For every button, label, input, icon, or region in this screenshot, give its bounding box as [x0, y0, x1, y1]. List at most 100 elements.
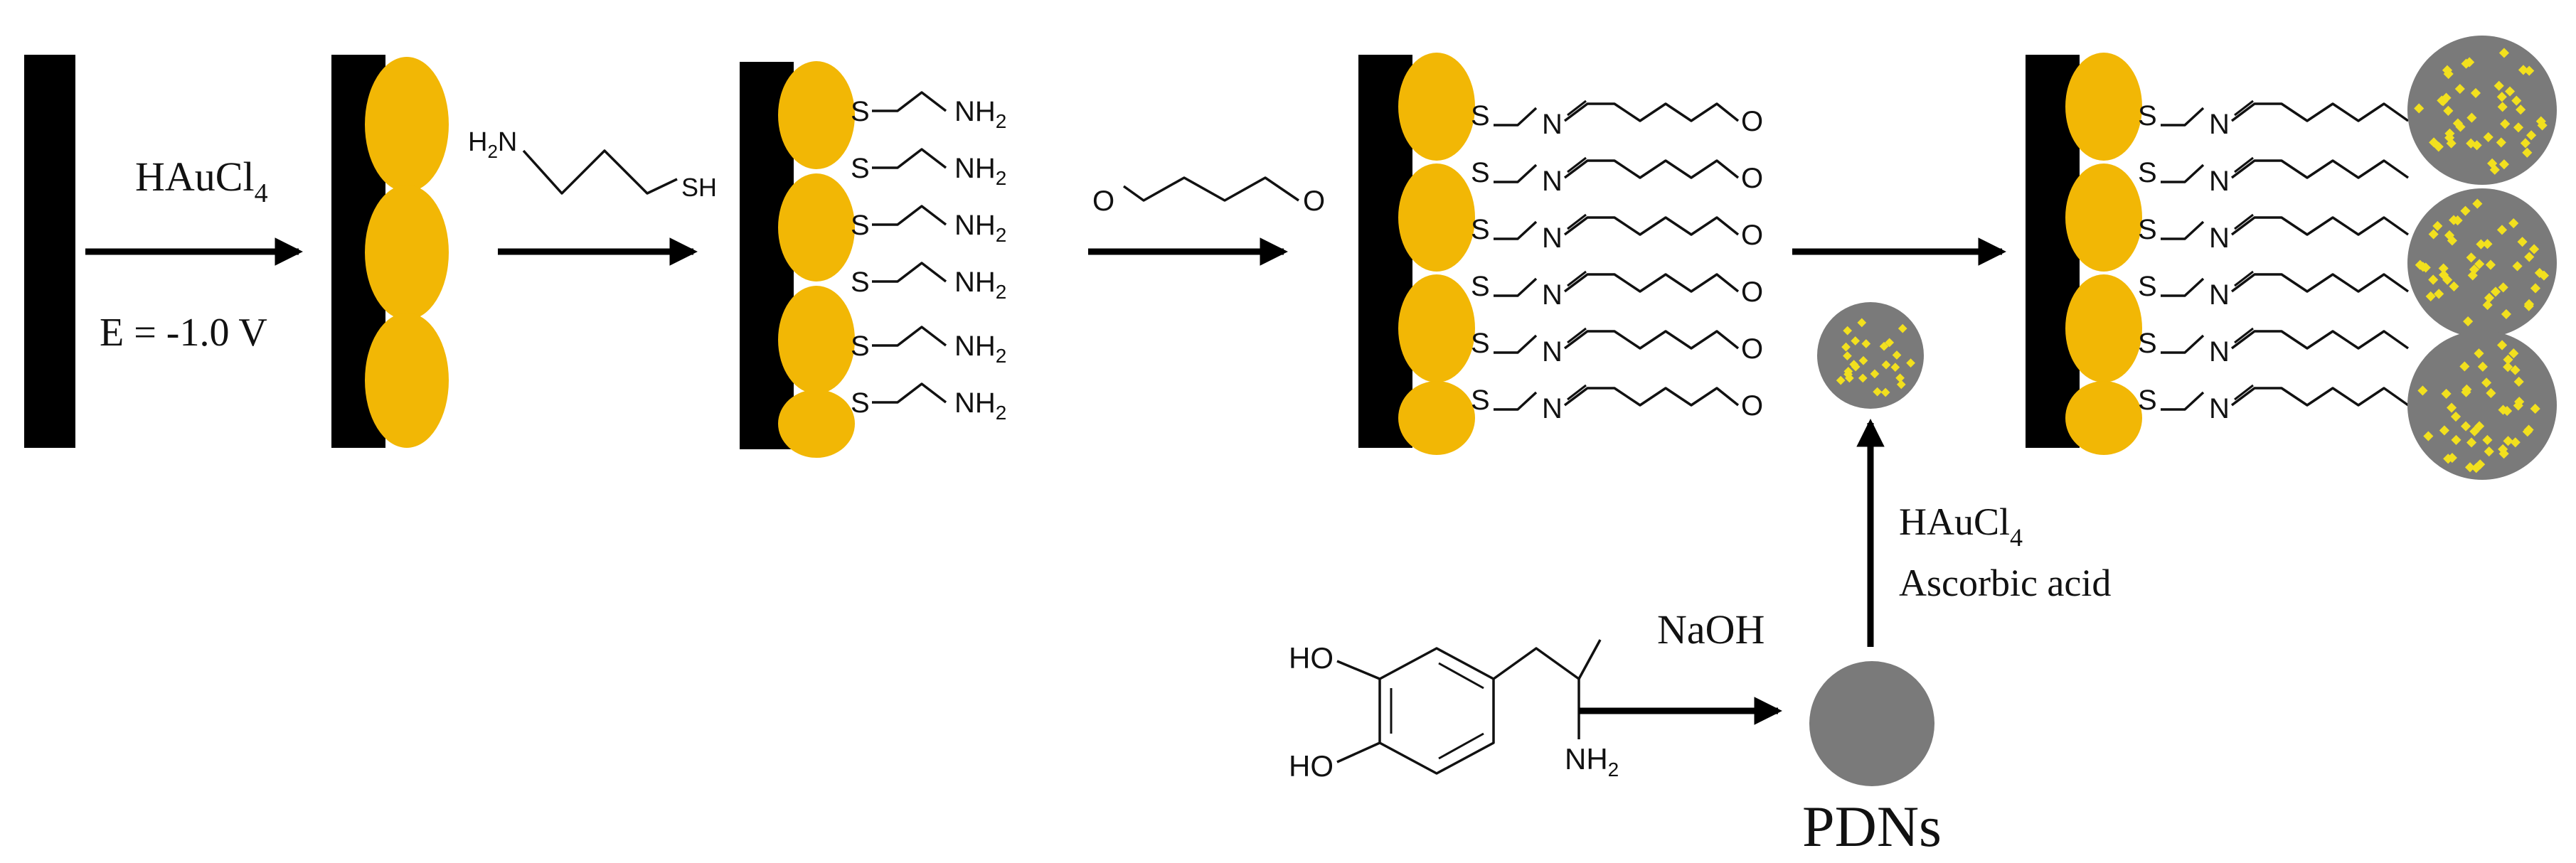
aldehyde-electrode — [1358, 53, 1475, 455]
au-dot — [1870, 369, 1880, 379]
sulfur-label: S — [2138, 157, 2157, 188]
au-dot — [1858, 373, 1868, 383]
imine-n-label: N — [2209, 393, 2230, 424]
amine-label: NH2 — [954, 387, 1006, 424]
amine-label: NH2 — [954, 153, 1006, 189]
sulfur-label: S — [851, 96, 870, 127]
imine-n-label: N — [1542, 279, 1563, 311]
alkyl-bond — [872, 205, 947, 226]
dopamine-amine: NH2 — [1565, 742, 1619, 781]
imine-double-bond — [1567, 327, 1587, 344]
au-nanoparticle — [1398, 381, 1475, 455]
label-ascorbic-acid: Ascorbic acid — [1899, 562, 2111, 604]
carbonyl-o-label: O — [1741, 163, 1763, 194]
au-nanoparticle — [1398, 53, 1475, 161]
alkyl-bond — [872, 382, 947, 404]
carbonyl-o-label: O — [1741, 106, 1763, 137]
sulfur-label: S — [851, 267, 870, 298]
alkyl-bond — [2230, 159, 2410, 179]
imine-n-label: N — [1542, 393, 1563, 424]
au-dot — [1885, 338, 1895, 348]
au-nanoparticle — [2065, 381, 2142, 455]
alkyl-bond — [2161, 277, 2205, 297]
imine-n-label: N — [2209, 166, 2230, 197]
sulfur-label: S — [1471, 271, 1490, 302]
au-dot — [1849, 360, 1859, 370]
alkyl-bond — [1563, 273, 1740, 293]
alkyl-bond — [2161, 220, 2205, 240]
au-dot — [1843, 367, 1853, 376]
alkyl-bond — [872, 91, 947, 112]
dopamine-oh-top: HO — [1289, 641, 1334, 675]
au-nanoparticle — [778, 61, 855, 169]
sulfur-label: S — [851, 210, 870, 241]
imine-n-label: N — [2209, 223, 2230, 254]
amine-label: NH2 — [954, 96, 1006, 132]
imine-n-label: N — [2209, 279, 2230, 311]
au-dot — [1898, 323, 1907, 333]
alkyl-bond — [1563, 216, 1740, 236]
au-dot — [1892, 350, 1902, 360]
au-nanoparticle — [778, 173, 855, 282]
au-nanoparticle — [1398, 274, 1475, 382]
alkyl-bond — [1494, 334, 1538, 354]
label-pdns: PDNs — [1802, 794, 1942, 859]
sulfur-label: S — [1471, 157, 1490, 188]
au-nanoparticle — [365, 185, 449, 320]
imine-n-label: N — [1542, 336, 1563, 368]
amine-label: NH2 — [954, 267, 1006, 303]
label-haucl4-step2: HAuCl4 — [1899, 500, 2023, 552]
alkyl-bond — [1563, 330, 1740, 350]
glutaraldehyde-o-right: O — [1303, 186, 1325, 217]
alkyl-bond — [1494, 107, 1538, 127]
au-dot — [1906, 358, 1915, 368]
au-nanoparticle — [2065, 53, 2142, 161]
sulfur-label: S — [1471, 328, 1490, 359]
alkyl-bond — [1494, 391, 1538, 411]
sulfur-label: S — [2138, 214, 2157, 245]
au-dot — [1895, 373, 1905, 383]
au-dot — [1890, 363, 1900, 372]
sulfur-label: S — [1471, 100, 1490, 132]
amine-label: NH2 — [954, 210, 1006, 246]
imine-double-bond — [2234, 270, 2254, 287]
imine-n-label: N — [1542, 223, 1563, 254]
label-potential: E = -1.0 V — [100, 311, 267, 355]
dopamine-oh-bottom: HO — [1289, 749, 1334, 783]
imine-n-label: N — [2209, 336, 2230, 368]
au-pdn-large — [2407, 36, 2557, 480]
au-dot — [1881, 360, 1891, 370]
alkyl-bond — [872, 262, 947, 283]
alkyl-bond — [2161, 164, 2205, 183]
sulfur-label: S — [851, 153, 870, 184]
sulfur-label: S — [1471, 214, 1490, 245]
au-dot — [1879, 341, 1889, 351]
label-haucl4-step1: HAuCl4 — [135, 154, 268, 208]
bare-electrode — [24, 55, 75, 448]
imine-double-bond — [2234, 327, 2254, 344]
au-dot — [1843, 351, 1852, 360]
au-dot — [1880, 387, 1890, 397]
alkyl-bond — [2230, 273, 2410, 293]
au-dot — [1843, 326, 1853, 336]
carbonyl-o-label: O — [1741, 333, 1763, 365]
imine-double-bond — [2234, 213, 2254, 230]
au-dot — [1896, 380, 1906, 390]
au-nanoparticle — [778, 286, 855, 394]
imine-double-bond — [2234, 384, 2254, 401]
alkyl-bond — [2161, 391, 2205, 411]
alkyl-bond — [2230, 216, 2410, 236]
au-electrode — [331, 55, 449, 448]
alkyl-bond — [1563, 102, 1740, 122]
carbonyl-o-label: O — [1741, 277, 1763, 308]
imine-double-bond — [1567, 100, 1587, 117]
sulfur-label: S — [1471, 385, 1490, 416]
sulfur-label: S — [2138, 328, 2157, 359]
sulfur-label: S — [851, 387, 870, 419]
cysteamine-molecule: H2N SH — [468, 127, 717, 202]
pdn-particle — [1809, 661, 1934, 786]
imine-double-bond — [1567, 156, 1587, 173]
